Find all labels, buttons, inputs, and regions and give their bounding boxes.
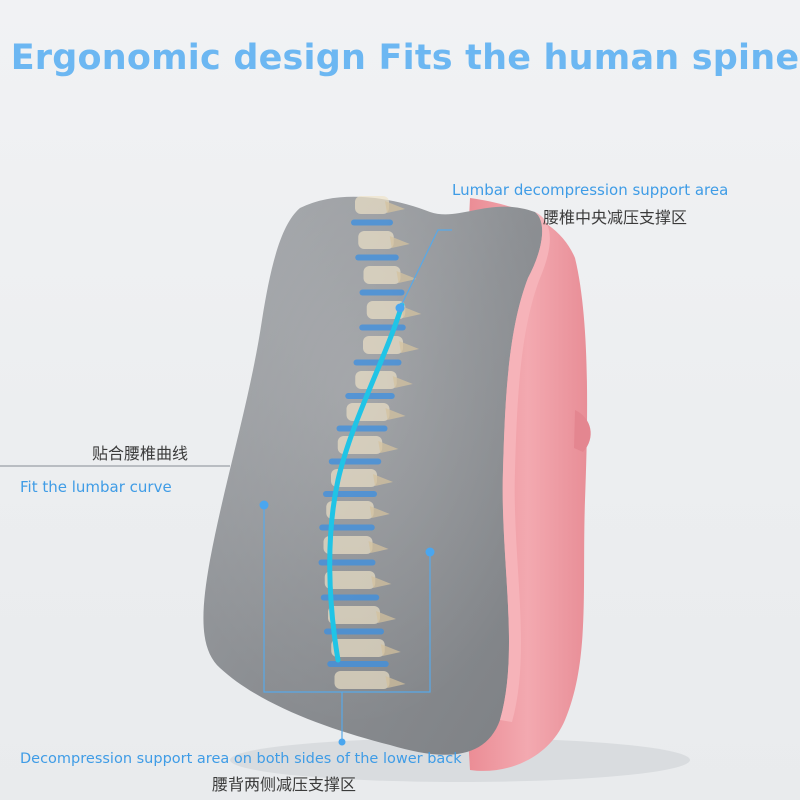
intervertebral-disc [328, 458, 382, 465]
intervertebral-disc [323, 491, 377, 497]
callout-dot-left-side [259, 500, 269, 510]
vertebra [334, 671, 390, 689]
spinous-process [401, 306, 422, 318]
spinous-process [396, 271, 417, 283]
cushion-rim [500, 212, 550, 722]
spinous-process [380, 644, 401, 656]
lumbar-curve-line [327, 302, 405, 663]
strap-tab [574, 410, 591, 452]
vertebra [355, 371, 397, 389]
spinous-process [368, 541, 389, 553]
vertebra [346, 403, 390, 421]
intervertebral-disc [336, 425, 388, 432]
spinous-process [399, 341, 419, 353]
intervertebral-disc [359, 289, 405, 296]
intervertebral-disc [318, 559, 376, 566]
intervertebral-disc [327, 661, 389, 667]
vertebra [328, 606, 380, 624]
intervertebral-disc [353, 359, 402, 366]
callout-left-chinese: 贴合腰椎曲线 [92, 444, 189, 463]
intervertebral-disc [359, 324, 406, 331]
leader-line-top [399, 229, 452, 309]
callout-dot-bottom [338, 738, 346, 746]
floor-shadow [230, 738, 690, 782]
callout-top-english: Lumbar decompression support area [452, 181, 729, 199]
callout-top-chinese: 腰椎中央减压支撑区 [543, 208, 688, 227]
vertebra [363, 266, 401, 284]
spinous-process [376, 611, 396, 623]
intervertebral-disc [345, 393, 395, 399]
callout-bottom-english: Decompression support area on both sides… [20, 751, 462, 767]
vertebra [331, 639, 385, 657]
vertebra [358, 231, 394, 249]
intervertebral-disc [351, 219, 393, 226]
spine-illustration [318, 196, 422, 689]
leader-line-bottom-left [263, 505, 343, 742]
intervertebral-disc [355, 254, 399, 261]
leader-line-bottom-right [342, 552, 431, 693]
spinous-process [369, 506, 390, 518]
headline: Ergonomic design Fits the human spine [10, 38, 800, 78]
callout-dot-right-side [425, 547, 435, 557]
vertebra [355, 196, 389, 214]
vertebra [323, 536, 373, 554]
intervertebral-disc [320, 594, 380, 601]
vertebra [366, 301, 406, 319]
callout-bottom-chinese: 腰背两侧减压支撑区 [212, 775, 357, 794]
spinous-process [389, 236, 410, 248]
vertebra [324, 571, 376, 589]
vertebra [363, 336, 403, 354]
intervertebral-disc [324, 628, 384, 635]
spinous-process [385, 676, 406, 688]
spinous-process [385, 408, 406, 420]
intervertebral-disc [319, 524, 375, 531]
callout-left-english: Fit the lumbar curve [20, 478, 172, 496]
vertebra [331, 469, 377, 487]
callout-dot-top [395, 303, 405, 313]
spinous-process [371, 576, 392, 588]
spinous-process [373, 474, 393, 486]
spinous-process [378, 441, 399, 453]
spinous-process [392, 376, 413, 388]
vertebra [326, 501, 374, 519]
spinous-process [385, 201, 405, 213]
